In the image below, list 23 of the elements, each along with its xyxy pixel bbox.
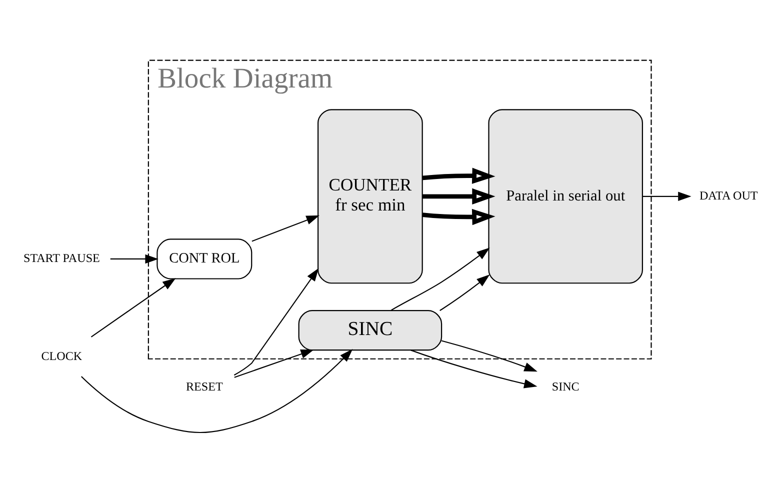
node-text: SINC bbox=[551, 379, 579, 393]
arrow bbox=[90, 278, 176, 337]
arrow bbox=[233, 268, 318, 376]
arrow bbox=[390, 247, 490, 310]
arrow bbox=[80, 348, 352, 432]
node-box: SINC bbox=[298, 310, 442, 350]
arrow bbox=[422, 208, 495, 225]
node-text: DATA OUT bbox=[698, 188, 758, 202]
node-box: Paralel in serial out bbox=[488, 108, 642, 284]
arrow bbox=[110, 254, 158, 264]
arrow bbox=[422, 188, 495, 204]
arrow bbox=[251, 214, 319, 242]
node-box: COUNTER fr sec min bbox=[317, 108, 422, 284]
arrow bbox=[642, 191, 691, 201]
arrow bbox=[439, 274, 490, 311]
arrow bbox=[422, 167, 495, 184]
node-text: START PAUSE bbox=[22, 250, 100, 265]
node-box: CONT ROL bbox=[156, 238, 252, 279]
node-text: CLOCK bbox=[40, 348, 82, 362]
arrow bbox=[440, 340, 537, 372]
arrow bbox=[234, 349, 314, 378]
arrow bbox=[410, 349, 537, 388]
node-text: RESET bbox=[185, 379, 222, 393]
